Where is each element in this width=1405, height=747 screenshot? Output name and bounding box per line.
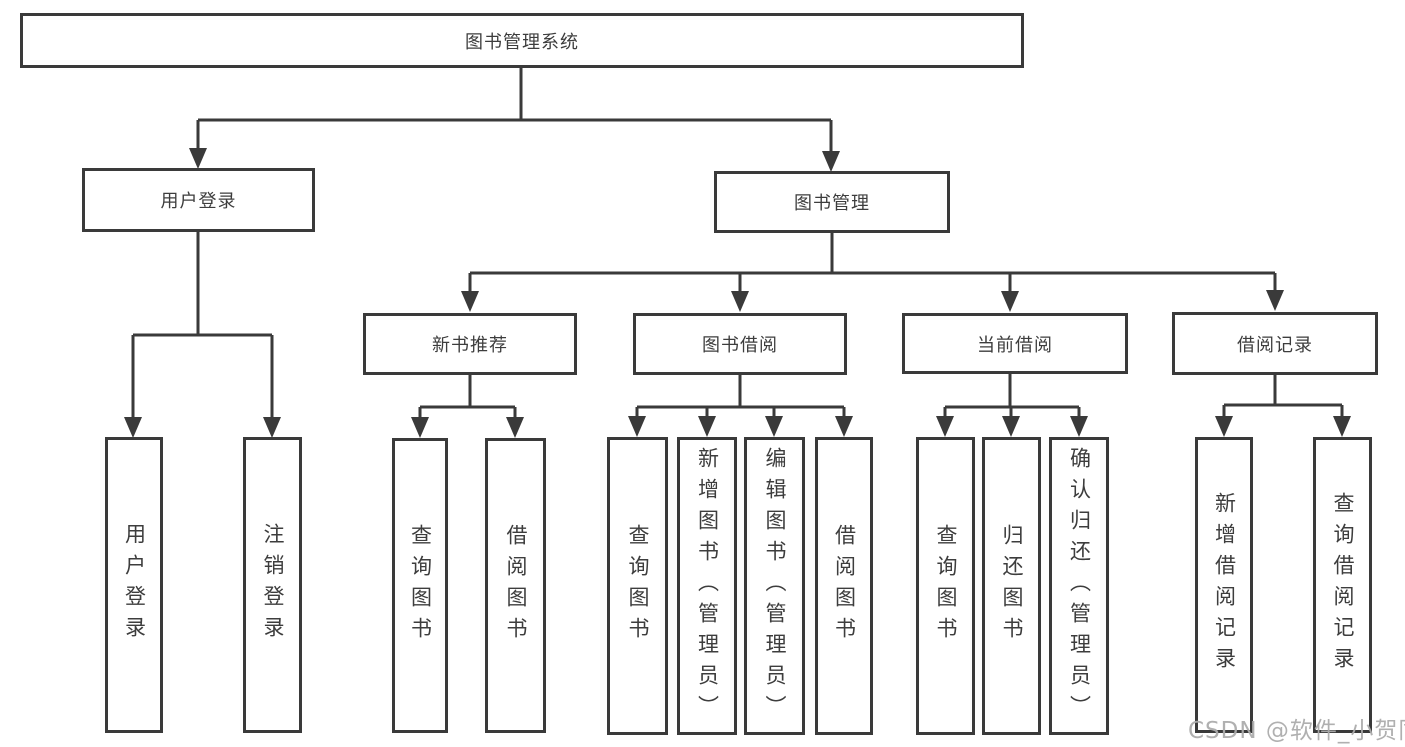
leaf-borrow-query-books: 查询图书 — [607, 437, 668, 735]
leaf-borrow-edit-books-admin: 编辑图书（管理员） — [744, 437, 805, 735]
leaf-recommend-borrow-books: 借阅图书 — [485, 438, 546, 733]
csdn-watermark: CSDN @软件_小贺同学 — [1188, 718, 1405, 744]
leaf-records-add-record: 新增借阅记录 — [1195, 437, 1253, 733]
node-new-book-recommend: 新书推荐 — [363, 313, 577, 375]
node-current-borrow: 当前借阅 — [902, 313, 1128, 374]
node-borrow-records: 借阅记录 — [1172, 312, 1378, 375]
leaf-records-query-record: 查询借阅记录 — [1313, 437, 1372, 733]
leaf-current-return-books: 归还图书 — [982, 437, 1041, 735]
leaf-borrow-borrow-books: 借阅图书 — [815, 437, 873, 735]
leaf-current-confirm-return-admin: 确认归还（管理员） — [1049, 437, 1109, 735]
node-book-management: 图书管理 — [714, 171, 950, 233]
leaf-current-query-books: 查询图书 — [916, 437, 975, 735]
leaf-borrow-add-books-admin: 新增图书（管理员） — [677, 437, 737, 735]
leaf-recommend-query-books: 查询图书 — [392, 438, 448, 733]
leaf-logout: 注销登录 — [243, 437, 302, 733]
node-root-library-system: 图书管理系统 — [20, 13, 1024, 68]
node-user-login: 用户登录 — [82, 168, 315, 232]
leaf-user-login: 用户登录 — [105, 437, 163, 733]
node-book-borrow: 图书借阅 — [633, 313, 847, 375]
